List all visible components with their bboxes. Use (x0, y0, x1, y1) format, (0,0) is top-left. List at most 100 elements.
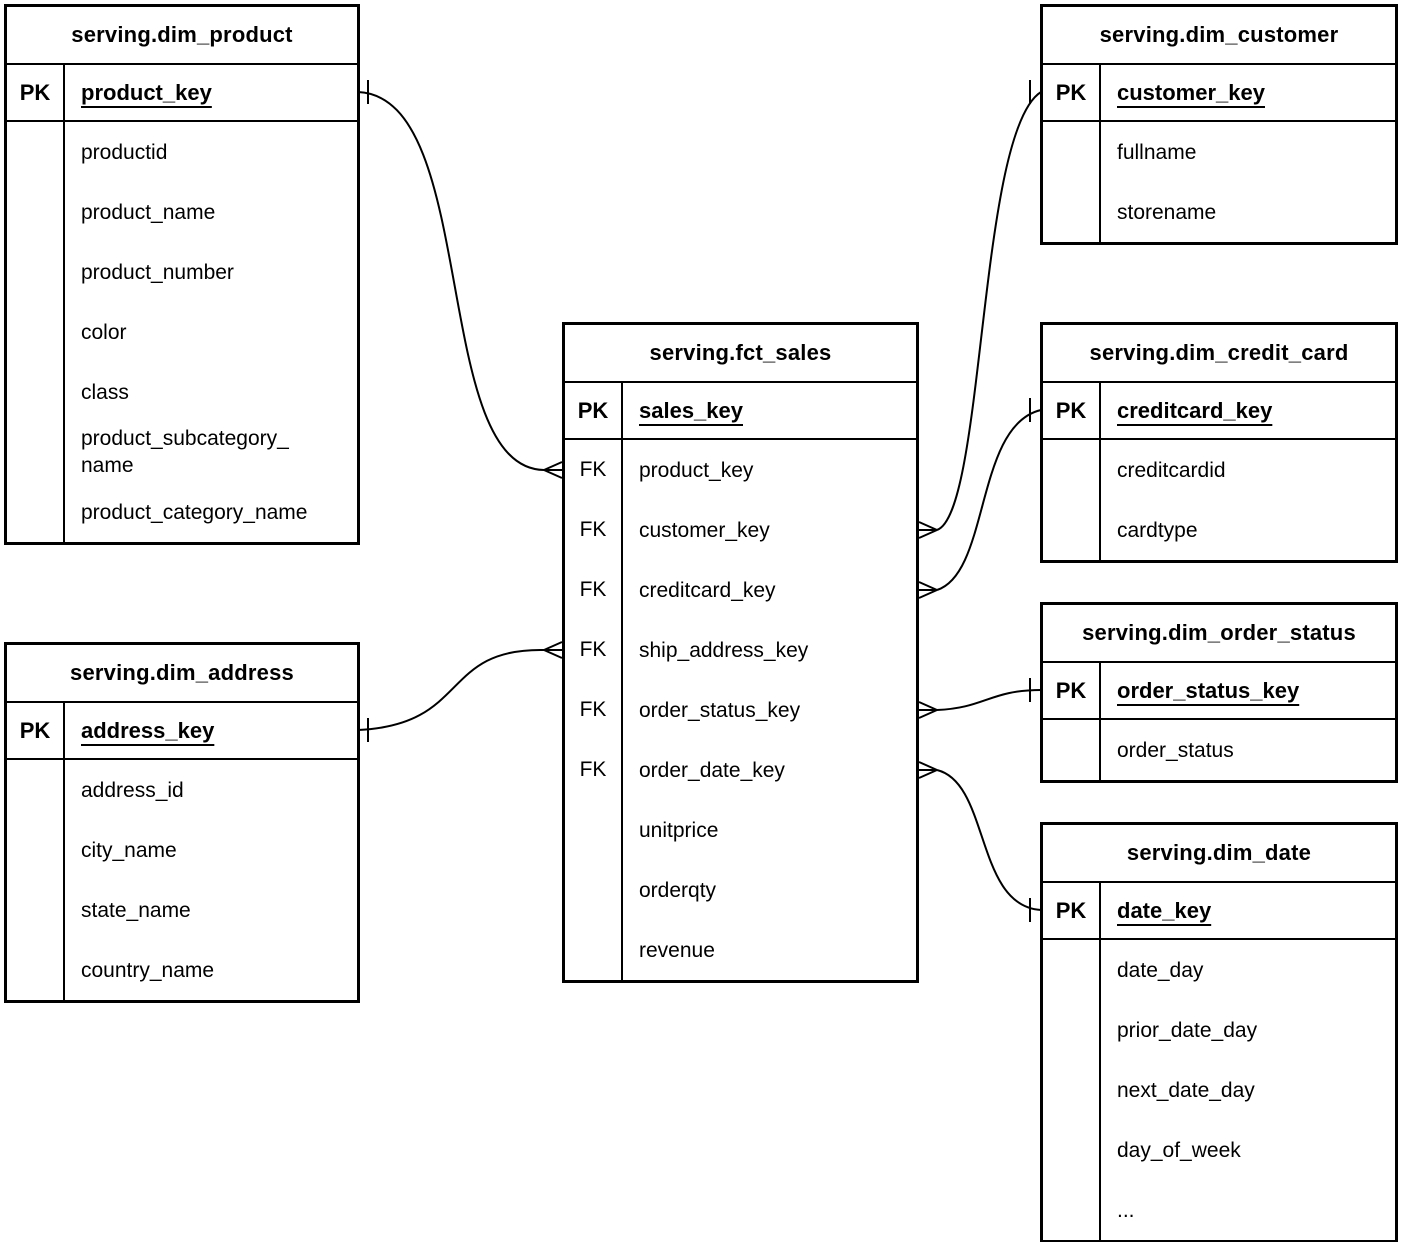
field-name: date_day (1117, 958, 1204, 982)
field-row: country_name (7, 940, 357, 1000)
relationship-fct-sales-to-dim-date (918, 761, 1042, 922)
field-name: product_category_name (81, 500, 308, 524)
field-row: color (7, 302, 357, 362)
key-badge (1043, 1120, 1101, 1180)
field-name: next_date_day (1117, 1078, 1255, 1102)
field-name: order_status (1117, 738, 1234, 762)
pk-row: PK date_key (1043, 883, 1395, 940)
pk-badge: PK (1043, 883, 1101, 938)
field-name: storename (1117, 200, 1217, 224)
field-row: FK order_status_key (565, 680, 916, 740)
pk-row: PK sales_key (565, 383, 916, 440)
crow-foot-icon (543, 641, 563, 659)
relationship-fct-sales-to-dim-address (357, 641, 563, 742)
field-row: fullname (1043, 122, 1395, 182)
relationship-line (936, 689, 1042, 711)
pk-field-name: date_key (1117, 898, 1212, 923)
key-badge (7, 820, 65, 880)
pk-field-name: sales_key (639, 398, 743, 423)
key-badge (1043, 940, 1101, 1000)
field-row: storename (1043, 182, 1395, 242)
field-row: ... (1043, 1180, 1395, 1240)
field-name: color (81, 320, 127, 344)
field-name: class (81, 380, 129, 404)
pk-field-name: customer_key (1117, 80, 1265, 105)
fk-badge: FK (565, 440, 623, 500)
entity-dim-order-status: serving.dim_order_status PK order_status… (1040, 602, 1398, 783)
key-badge (1043, 500, 1101, 560)
key-badge (7, 302, 65, 362)
field-row: prior_date_day (1043, 1000, 1395, 1060)
field-name: cardtype (1117, 518, 1198, 542)
field-row: creditcardid (1043, 440, 1395, 500)
field-row: product_name (7, 182, 357, 242)
key-badge (7, 182, 65, 242)
key-badge (1043, 720, 1101, 780)
fk-badge: FK (565, 740, 623, 800)
entity-dim-product: serving.dim_product PK product_key produ… (4, 4, 360, 545)
relationship-fct-sales-to-dim-credit-card (918, 398, 1042, 599)
pk-badge: PK (1043, 383, 1101, 438)
key-badge (1043, 122, 1101, 182)
fk-badge: FK (565, 560, 623, 620)
entity-dim-customer: serving.dim_customer PK customer_key ful… (1040, 4, 1398, 245)
field-name: order_status_key (639, 698, 801, 722)
field-row: city_name (7, 820, 357, 880)
entity-title: serving.dim_date (1043, 825, 1395, 883)
field-name: revenue (639, 938, 715, 962)
entity-title: serving.dim_customer (1043, 7, 1395, 65)
crow-foot-icon (543, 461, 563, 479)
field-row: unitprice (565, 800, 916, 860)
field-row: FK customer_key (565, 500, 916, 560)
key-badge (7, 242, 65, 302)
field-name: ... (1117, 1198, 1135, 1222)
field-name: fullname (1117, 140, 1197, 164)
pk-badge: PK (7, 703, 65, 758)
field-name: creditcardid (1117, 458, 1226, 482)
field-name: ship_address_key (639, 638, 809, 662)
field-name: prior_date_day (1117, 1018, 1258, 1042)
key-badge (1043, 1180, 1101, 1240)
field-name: orderqty (639, 878, 717, 902)
pk-row: PK creditcard_key (1043, 383, 1395, 440)
field-row: FK ship_address_key (565, 620, 916, 680)
field-row: class (7, 362, 357, 422)
field-row: date_day (1043, 940, 1395, 1000)
field-row: order_status (1043, 720, 1395, 780)
relationship-fct-sales-to-dim-customer (918, 80, 1042, 539)
field-name: product_number (81, 260, 234, 284)
pk-row: PK product_key (7, 65, 357, 122)
entity-dim-date: serving.dim_date PK date_key date_day pr… (1040, 822, 1398, 1242)
field-row: productid (7, 122, 357, 182)
field-row: orderqty (565, 860, 916, 920)
field-name: creditcard_key (639, 578, 776, 602)
key-badge (7, 940, 65, 1000)
entity-fct-sales: serving.fct_sales PK sales_key FK produc… (562, 322, 919, 983)
field-row: state_name (7, 880, 357, 940)
entity-title: serving.dim_credit_card (1043, 325, 1395, 383)
field-row: next_date_day (1043, 1060, 1395, 1120)
field-row: address_id (7, 760, 357, 820)
field-row: FK product_key (565, 440, 916, 500)
field-row: product_subcategory_ name (7, 422, 357, 482)
field-row: FK order_date_key (565, 740, 916, 800)
crow-foot-icon (918, 581, 938, 599)
relationship-line (936, 409, 1042, 591)
field-row: product_category_name (7, 482, 357, 542)
key-badge (1043, 182, 1101, 242)
field-name: order_date_key (639, 758, 785, 782)
crow-foot-icon (918, 521, 938, 539)
fk-badge: FK (565, 680, 623, 740)
entity-dim-credit-card: serving.dim_credit_card PK creditcard_ke… (1040, 322, 1398, 563)
key-badge (1043, 1000, 1101, 1060)
pk-row: PK customer_key (1043, 65, 1395, 122)
key-badge (7, 422, 65, 482)
key-badge (7, 122, 65, 182)
crow-foot-icon (918, 761, 938, 779)
relationship-line (936, 769, 1042, 911)
pk-row: PK address_key (7, 703, 357, 760)
key-badge (1043, 1060, 1101, 1120)
relationship-line (357, 91, 545, 471)
